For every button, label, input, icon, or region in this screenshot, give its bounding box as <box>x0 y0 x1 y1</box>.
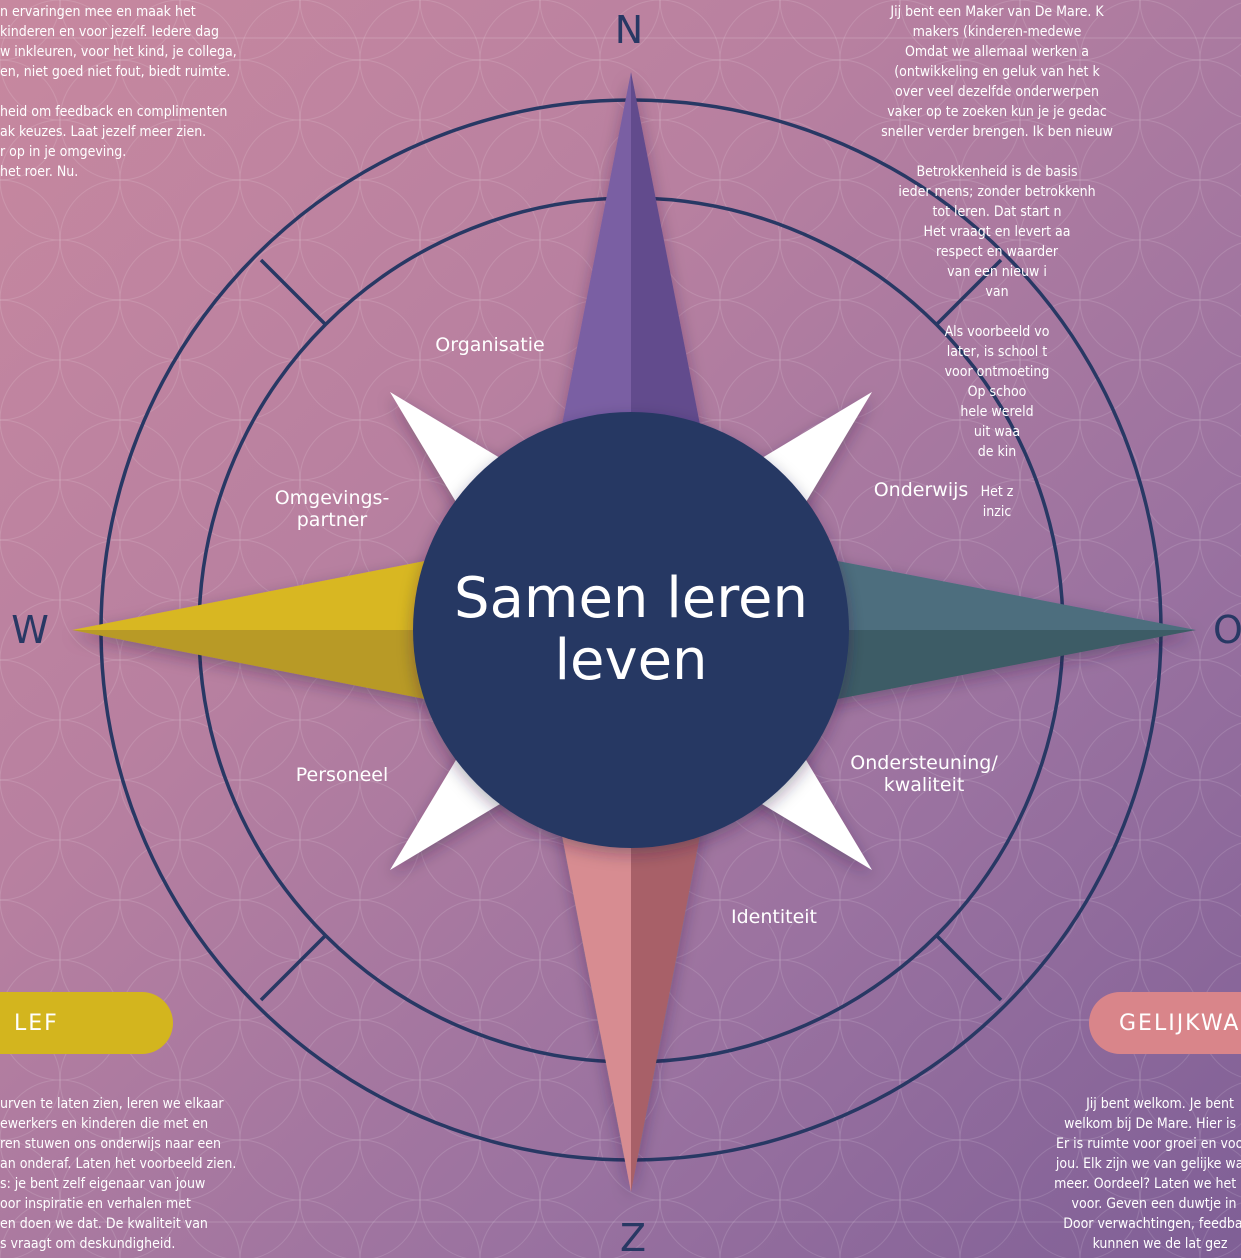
ring-tick-se <box>934 933 1003 1002</box>
direction-east: O <box>1213 608 1241 652</box>
text-line: Het vraagt en levert aa <box>923 224 1071 240</box>
text-line: over veel dezelfde onderwerpen <box>895 84 1099 100</box>
text-line: sneller verder brengen. Ik ben nieuw <box>881 124 1113 140</box>
text-line: Als voorbeeld vo <box>944 324 1050 340</box>
text-line: uit waa <box>973 424 1021 440</box>
center-disc <box>413 412 849 848</box>
point-east-dark <box>822 630 1196 702</box>
sector-personeel: Personeel <box>295 764 389 786</box>
text-line: n ervaringen mee en maak het <box>0 4 196 20</box>
sector-ondersteuning-line-1: Ondersteuning/ <box>850 752 998 774</box>
point-east <box>822 558 1196 630</box>
direction-south: Z <box>619 1216 647 1260</box>
text-line: ewerkers en kinderen die met en <box>0 1116 209 1132</box>
sector-ondersteuning-line-2: kwaliteit <box>883 774 965 796</box>
text-line: de kin <box>977 444 1017 460</box>
point-west <box>72 558 440 630</box>
text-line: respect en waarder <box>935 244 1059 260</box>
text-line: voor ontmoeting <box>944 364 1050 380</box>
text-line: van een nieuw i <box>947 264 1047 280</box>
sector-onderwijs: Onderwijs <box>873 479 969 501</box>
point-north <box>559 72 631 440</box>
text-line: ak keuzes. Laat jezelf meer zien. <box>0 124 207 140</box>
text-line: jou. Elk zijn we van gelijke waard <box>1055 1156 1241 1172</box>
text-line <box>0 82 237 102</box>
text-line: (ontwikkeling en geluk van het k <box>894 64 1100 80</box>
sector-omgevingspartner-line-1: Omgevings- <box>274 487 390 509</box>
text-line: makers (kinderen-medewe <box>912 24 1082 40</box>
text-line: van <box>985 284 1009 300</box>
text-line: vaker op te zoeken kun je je gedac <box>887 104 1107 120</box>
text-line: s vraagt om deskundigheid. <box>0 1236 176 1252</box>
point-south-dark <box>631 820 703 1192</box>
text-line: r op in je omgeving. <box>0 144 127 160</box>
text-line: Er is ruimte voor groei en vooral: <box>1056 1136 1241 1152</box>
main-points <box>72 72 1196 1192</box>
text-line: Op schoo <box>967 384 1027 400</box>
sector-ondersteuning: Ondersteuning/ kwaliteit <box>850 752 997 796</box>
text-bottom-left: urven te laten zien, leren we elkaar ewer… <box>0 1094 236 1254</box>
point-north-dark <box>631 72 703 440</box>
text-line: Door verwachtingen, feedback <box>1063 1216 1241 1232</box>
pill-gelijkwaardigheid: GELIJKWA <box>1089 992 1241 1054</box>
text-line: s: je bent zelf eigenaar van jouw <box>0 1176 206 1192</box>
pill-gelijkwaardigheid-label: GELIJKWA <box>1119 1010 1241 1036</box>
text-line: Jij bent een Maker van De Mare. K <box>890 4 1104 20</box>
text-line: an onderaf. Laten het voorbeeld zien. <box>0 1156 237 1172</box>
text-line: Omdat we allemaal werken a <box>904 44 1090 60</box>
text-bottom-right: Jij bent welkom. Je bent welkom bij De Ma… <box>1000 1094 1241 1254</box>
text-line: kinderen en voor jezelf. Iedere dag <box>0 24 219 40</box>
direction-west: W <box>11 608 49 652</box>
sector-omgevingspartner: Omgevings- partner <box>275 487 390 531</box>
ring-tick-sw <box>259 933 328 1002</box>
text-line: meer. Oordeel? Laten we het liefs <box>1054 1176 1241 1192</box>
direction-north: N <box>614 8 644 52</box>
pill-lef: LEF <box>0 992 173 1054</box>
text-line: oor inspiratie en verhalen met <box>0 1196 191 1212</box>
text-line: voor. Geven een duwtje in d <box>1071 1196 1241 1212</box>
text-top-right: Jij bent een Maker van De Mare. K makers … <box>747 2 1241 522</box>
text-line: en doen we dat. De kwaliteit van <box>0 1216 208 1232</box>
text-line: en, niet goed niet fout, biedt ruimte. <box>0 64 231 80</box>
ring-tick-nw <box>259 258 328 327</box>
center-title-line-2: leven <box>554 628 708 693</box>
text-line: Jij bent welkom. Je bent <box>1086 1096 1234 1112</box>
text-line <box>747 142 1241 162</box>
text-line: het roer. Nu. <box>0 164 79 180</box>
text-line: w inkleuren, voor het kind, je collega, <box>0 44 237 60</box>
point-west-dark <box>72 630 440 702</box>
text-line: ieder mens; zonder betrokkenh <box>898 184 1096 200</box>
text-line: ren stuwen ons onderwijs naar een <box>0 1136 221 1152</box>
text-line: urven te laten zien, leren we elkaar <box>0 1096 224 1112</box>
sector-identiteit: Identiteit <box>731 906 817 928</box>
text-line: later, is school t <box>946 344 1048 360</box>
pill-lef-label: LEF <box>14 1010 59 1036</box>
text-top-left: n ervaringen mee en maak het kinderen en … <box>0 2 237 182</box>
text-line <box>747 462 1241 482</box>
text-line: Betrokkenheid is de basis <box>916 164 1078 180</box>
text-line: kunnen we de lat gez <box>1092 1236 1228 1252</box>
text-line: Het z <box>980 484 1014 500</box>
center-title: Samen leren leven <box>413 412 849 848</box>
text-line: tot leren. Dat start n <box>932 204 1062 220</box>
text-line <box>747 302 1241 322</box>
text-line: welkom bij De Mare. Hier is he <box>1064 1116 1241 1132</box>
text-line: inzic <box>982 504 1012 520</box>
text-line: hele wereld <box>960 404 1034 420</box>
sector-organisatie: Organisatie <box>435 334 545 356</box>
ring-tick-ne <box>934 258 1003 327</box>
sector-omgevingspartner-line-2: partner <box>296 509 368 531</box>
point-south <box>559 820 631 1192</box>
text-line: heid om feedback en complimenten <box>0 104 228 120</box>
center-title-line-1: Samen leren <box>454 566 808 631</box>
